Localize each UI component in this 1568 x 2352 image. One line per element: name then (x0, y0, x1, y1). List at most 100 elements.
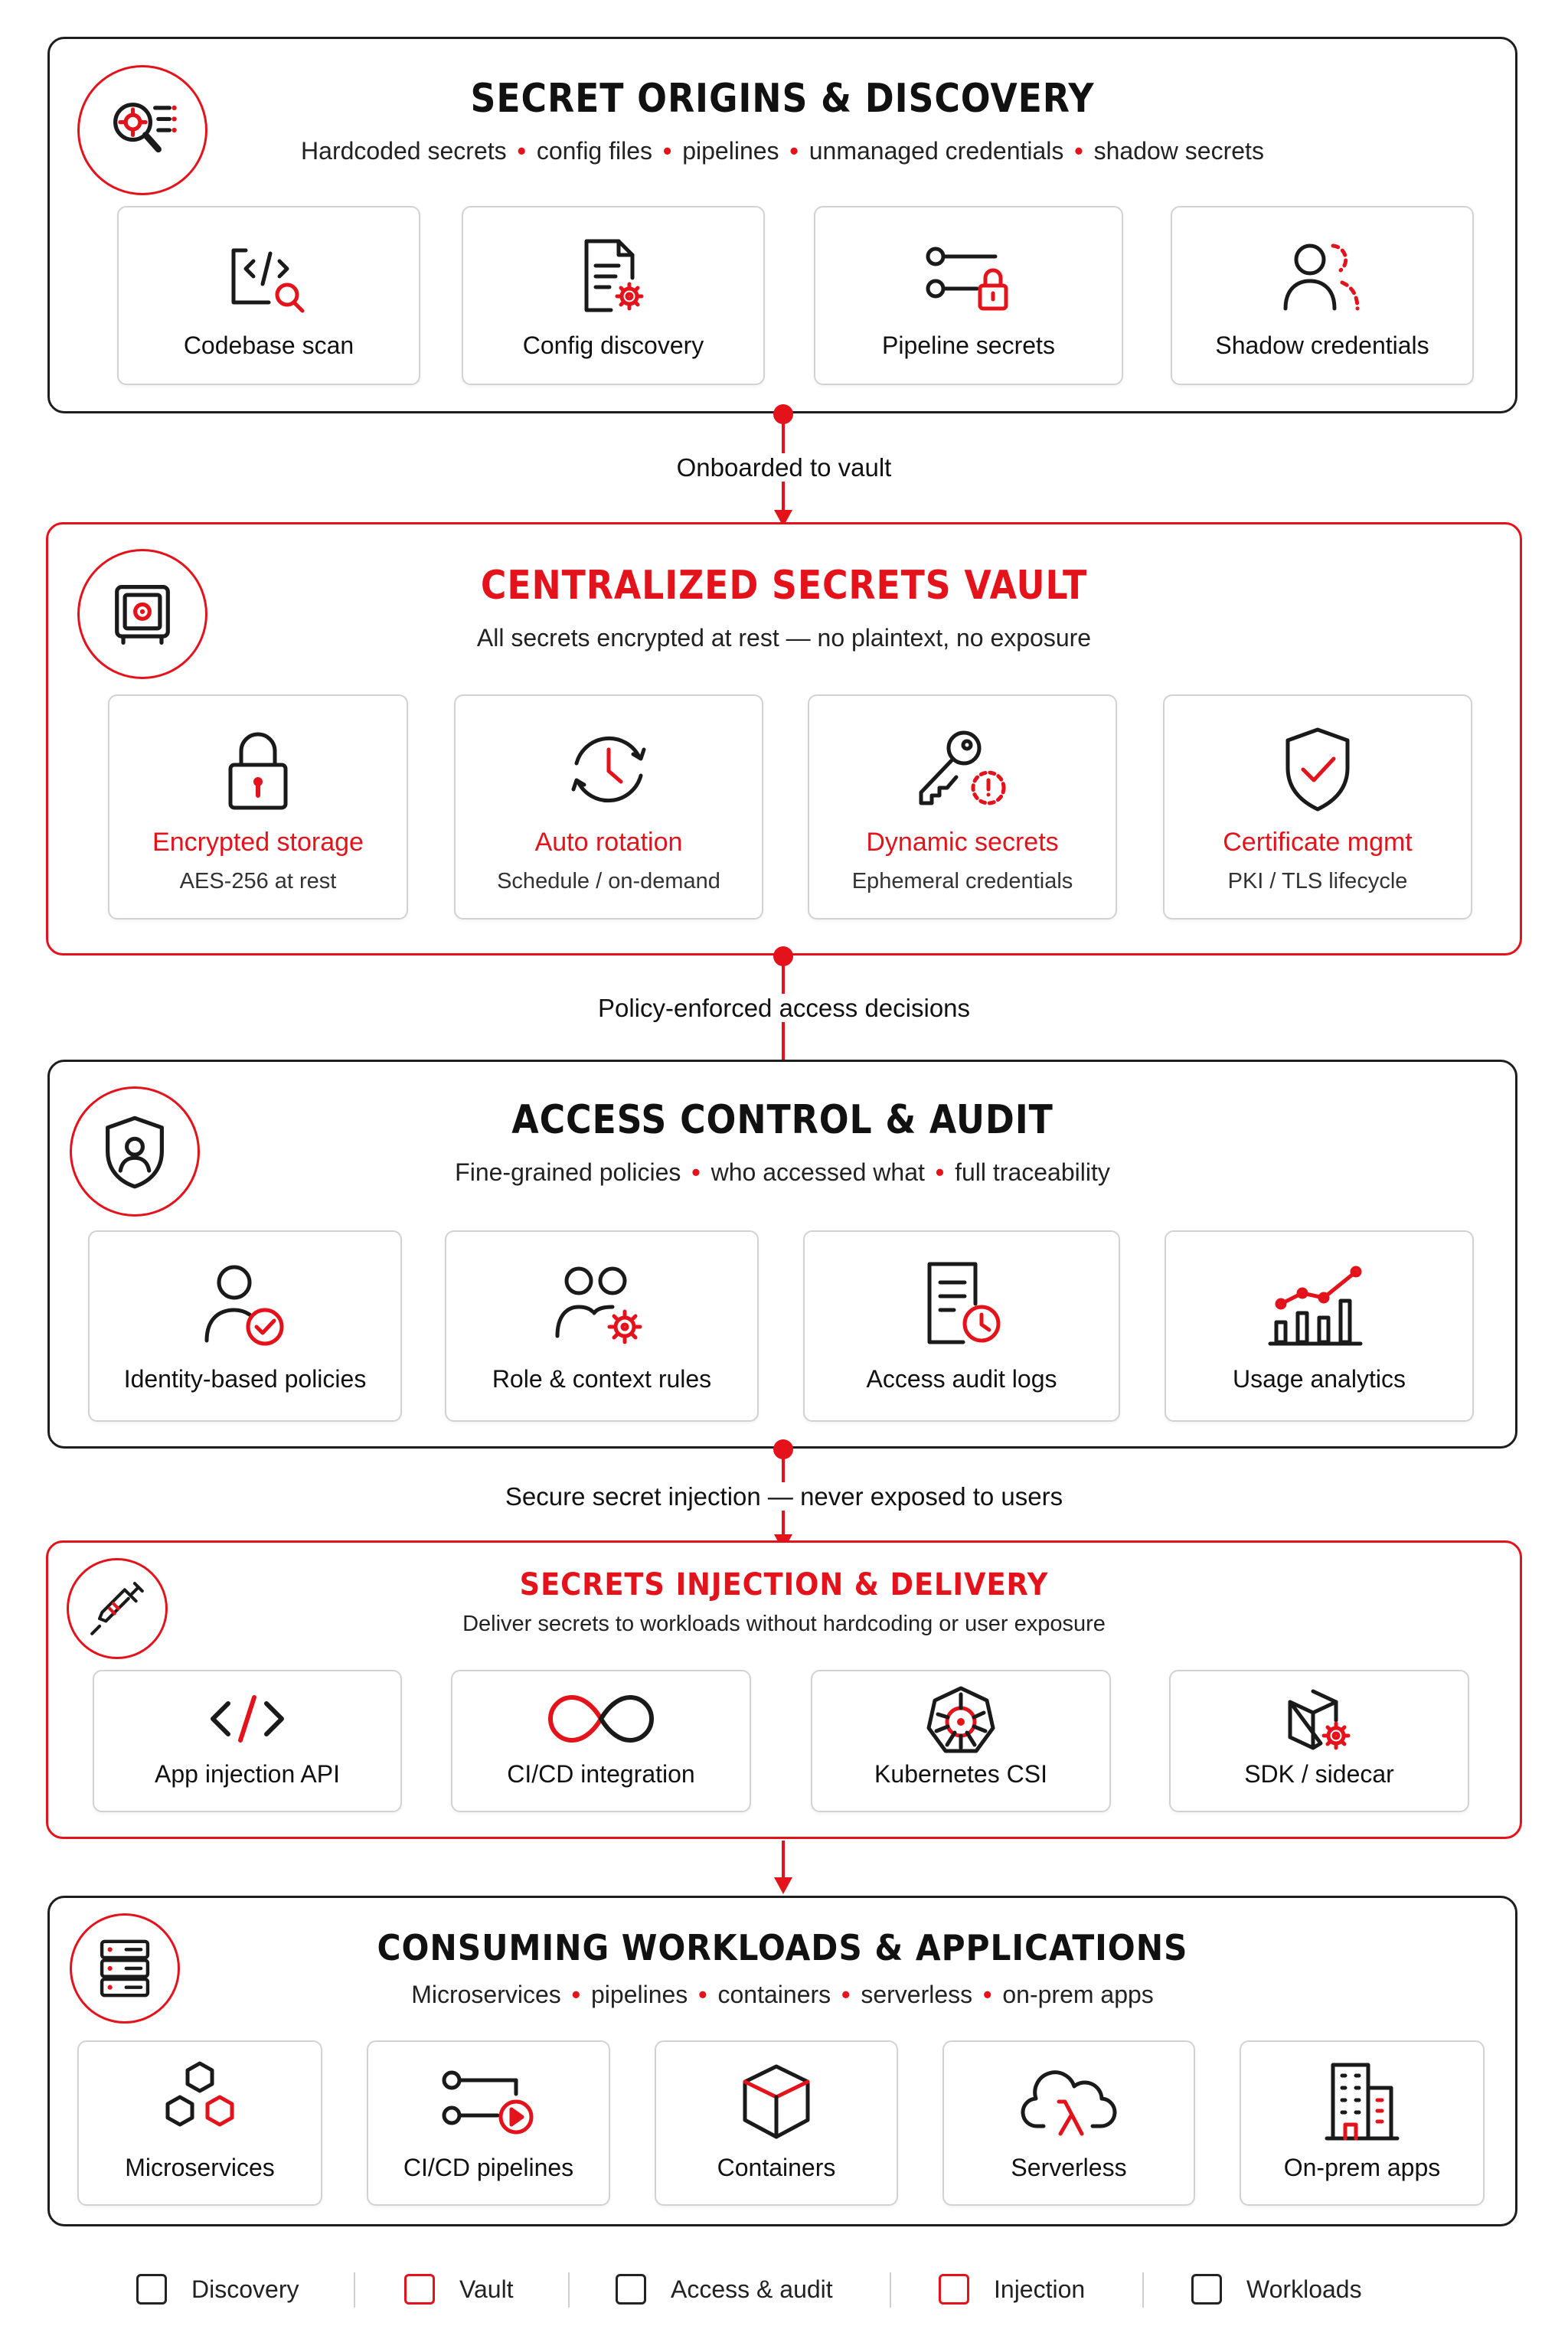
rotation-clock-icon (571, 736, 646, 803)
card-label: Microservices (125, 2154, 275, 2181)
card-label: Serverless (1011, 2154, 1127, 2181)
card-label: Role & context rules (492, 1365, 712, 1393)
subtitle-item: Hardcoded secrets (301, 137, 507, 165)
card-kubernetes-csi: Kubernetes CSI (811, 1670, 1111, 1812)
legend-item-workloads: Workloads (1191, 2266, 1362, 2312)
discovery-section: SECRET ORIGINS & DISCOVERY Hardcoded sec… (47, 37, 1517, 413)
shield-user-icon (106, 1116, 164, 1189)
vault-safe-icon (115, 585, 170, 645)
container-cube-icon (743, 2064, 810, 2139)
connector-text: Policy-enforced access decisions (590, 994, 978, 1022)
legend-label: Vault (459, 2275, 514, 2303)
workloads-badge (70, 1913, 180, 2024)
card-encrypted-storage: Encrypted storage AES-256 at rest (108, 694, 408, 920)
card-label: Dynamic secrets (866, 828, 1059, 857)
card-certificate-mgmt: Certificate mgmt PKI / TLS lifecycle (1163, 694, 1472, 920)
card-audit-logs: Access audit logs (803, 1230, 1120, 1422)
card-label: Kubernetes CSI (874, 1760, 1047, 1788)
section-title: SECRET ORIGINS & DISCOVERY (470, 76, 1095, 122)
subtitle-item: unmanaged credentials (808, 137, 1064, 165)
card-label: Config discovery (522, 332, 704, 359)
card-serverless: Serverless (942, 2040, 1195, 2206)
card-label: Codebase scan (183, 332, 354, 359)
card-identity-policies: Identity-based policies (88, 1230, 402, 1422)
section-title: CONSUMING WORKLOADS & APPLICATIONS (377, 1927, 1188, 1968)
legend: Discovery Vault Access & audit Injection… (0, 2266, 1568, 2312)
card-label: SDK / sidecar (1244, 1760, 1394, 1788)
card-codebase-scan: Codebase scan (117, 206, 420, 385)
legend-divider (1142, 2272, 1144, 2308)
shield-check-icon (1285, 727, 1350, 812)
card-label: CI/CD pipelines (403, 2154, 574, 2181)
connector-text: Secure secret injection — never exposed … (497, 1482, 1071, 1511)
card-sublabel: Schedule / on-demand (497, 869, 720, 893)
kubernetes-wheel-icon (926, 1686, 995, 1753)
legend-label: Access & audit (671, 2275, 833, 2303)
cube-gear-icon (1288, 1689, 1351, 1750)
code-brackets-icon (211, 1695, 284, 1743)
card-label: App injection API (155, 1760, 340, 1788)
card-label: On-prem apps (1283, 2154, 1441, 2181)
vault-badge (77, 549, 207, 679)
connector-dot (773, 1439, 793, 1459)
vault-section: CENTRALIZED SECRETS VAULT All secrets en… (46, 522, 1522, 956)
subtitle-item: containers (717, 1981, 831, 2008)
card-microservices: Microservices (77, 2040, 322, 2206)
connector-dot (773, 946, 793, 966)
card-label: Containers (717, 2154, 836, 2181)
card-label: Certificate mgmt (1223, 828, 1413, 857)
card-label: Shadow credentials (1215, 332, 1429, 359)
subtitle-item: full traceability (955, 1158, 1110, 1186)
injection-badge (67, 1558, 168, 1659)
subtitle-item: shadow secrets (1093, 137, 1264, 165)
connector-label: Policy-enforced access decisions (0, 994, 1568, 1023)
card-label: Pipeline secrets (882, 332, 1055, 359)
legend-label: Injection (994, 2275, 1086, 2303)
card-cicd-integration: CI/CD integration (451, 1670, 751, 1812)
legend-item-vault: Vault (404, 2266, 514, 2312)
injection-section: SECRETS INJECTION & DELIVERY Deliver sec… (46, 1540, 1522, 1839)
discovery-magnifier-icon (113, 103, 177, 153)
legend-label: Discovery (191, 2275, 299, 2303)
card-containers: Containers (655, 2040, 898, 2206)
card-sdk-sidecar: SDK / sidecar (1169, 1670, 1469, 1812)
section-title: ACCESS CONTROL & AUDIT (511, 1097, 1054, 1143)
section-subtitle: Fine-grained policies•who accessed what•… (455, 1158, 1110, 1186)
legend-item-access-audit: Access & audit (616, 2266, 833, 2312)
card-pipeline-secrets: Pipeline secrets (814, 206, 1123, 385)
subtitle-item: on-prem apps (1002, 1981, 1154, 2008)
access-badge (70, 1086, 200, 1217)
section-title: SECRETS INJECTION & DELIVERY (519, 1567, 1049, 1602)
log-clock-icon (927, 1262, 1001, 1344)
card-dynamic-secrets: Dynamic secrets Ephemeral credentials (808, 694, 1117, 920)
subtitle-item: Fine-grained policies (455, 1158, 681, 1186)
building-icon (1325, 2063, 1400, 2141)
card-shadow-credentials: Shadow credentials (1171, 206, 1474, 385)
connector-dot (773, 404, 793, 424)
card-cicd-pipelines: CI/CD pipelines (367, 2040, 610, 2206)
config-file-icon (584, 239, 644, 312)
connector-label: Secure secret injection — never exposed … (0, 1482, 1568, 1511)
shadow-user-icon (1283, 243, 1360, 311)
section-subtitle: Deliver secrets to workloads without har… (462, 1612, 1106, 1636)
analytics-chart-icon (1268, 1266, 1363, 1346)
discovery-badge (77, 65, 207, 195)
card-usage-analytics: Usage analytics (1165, 1230, 1474, 1422)
card-auto-rotation: Auto rotation Schedule / on-demand (454, 694, 763, 920)
card-label: CI/CD integration (507, 1760, 695, 1788)
card-sublabel: Ephemeral credentials (851, 869, 1073, 893)
card-label: Usage analytics (1233, 1365, 1406, 1393)
subtitle-item: pipelines (590, 1981, 688, 2008)
padlock-icon (228, 732, 288, 810)
section-title: CENTRALIZED SECRETS VAULT (480, 563, 1088, 609)
card-config-discovery: Config discovery (462, 206, 765, 385)
legend-item-injection: Injection (939, 2266, 1085, 2312)
users-gear-icon (555, 1266, 642, 1344)
legend-item-discovery: Discovery (136, 2266, 299, 2312)
legend-divider (568, 2272, 570, 2308)
section-subtitle: Microservices•pipelines•containers•serve… (411, 1981, 1154, 2008)
card-label: Identity-based policies (123, 1365, 367, 1393)
card-app-injection-api: App injection API (93, 1670, 402, 1812)
legend-label: Workloads (1246, 2275, 1362, 2303)
card-sublabel: PKI / TLS lifecycle (1227, 869, 1408, 893)
